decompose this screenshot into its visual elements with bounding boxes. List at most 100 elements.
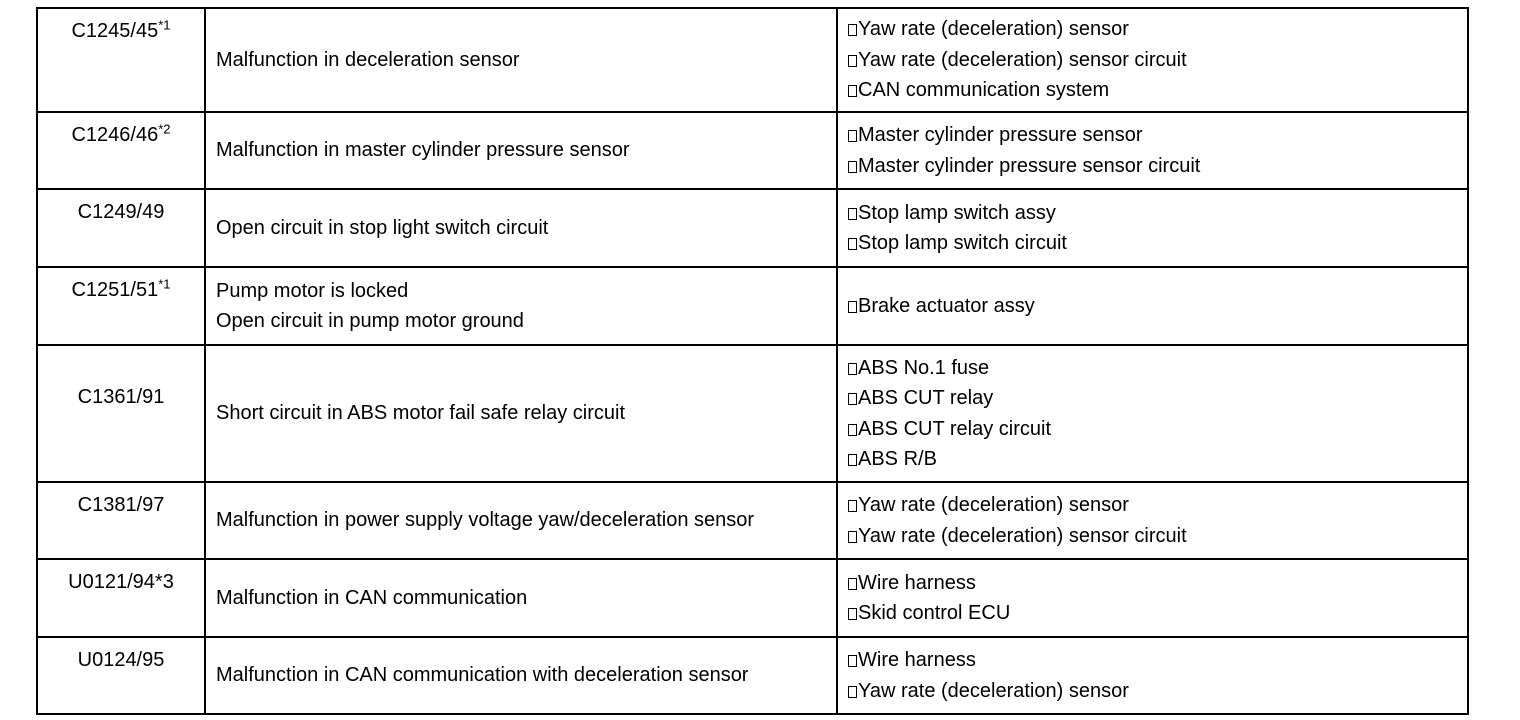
checkbox-square-icon	[848, 685, 857, 698]
table-row: U0121/94*3 Malfunction in CAN communicat…	[36, 558, 1469, 638]
trouble-area-item: ABS No.1 fuse	[848, 353, 1459, 383]
detection-condition: Malfunction in CAN communication	[216, 586, 528, 609]
checkbox-square-icon	[848, 362, 857, 375]
dtc-table: C1245/45 *1 Malfunction in deceleration s…	[36, 7, 1469, 715]
trouble-area-item: Stop lamp switch assy	[848, 198, 1459, 228]
dtc-code: C1381/97	[77, 494, 165, 516]
detection-condition: Pump motor is locked	[216, 279, 409, 302]
detection-condition-cell: Malfunction in power supply voltage yaw/…	[204, 481, 838, 560]
trouble-area-text: Yaw rate (deceleration) sensor	[858, 494, 1129, 517]
trouble-area-item: Wire harness	[848, 645, 1459, 675]
trouble-area-text: Yaw rate (deceleration) sensor circuit	[858, 48, 1187, 71]
dtc-code-cell: U0121/94*3	[36, 558, 206, 638]
checkbox-square-icon	[848, 393, 857, 406]
trouble-area-text: Master cylinder pressure sensor	[858, 124, 1143, 147]
checkbox-square-icon	[848, 577, 857, 590]
trouble-area-cell: ABS No.1 fuse ABS CUT relay ABS CUT rela…	[836, 344, 1469, 483]
dtc-code-cell: C1249/49	[36, 188, 206, 268]
dtc-code: C1361/91	[77, 386, 165, 408]
checkbox-square-icon	[848, 300, 857, 313]
checkbox-square-icon	[848, 608, 857, 620]
checkbox-square-icon	[848, 85, 857, 98]
dtc-table-body: C1245/45 *1 Malfunction in deceleration s…	[36, 7, 1469, 715]
trouble-area-text: ABS CUT relay	[858, 387, 994, 410]
detection-condition-cell: Malfunction in CAN communication with de…	[204, 636, 838, 715]
trouble-area-item: Master cylinder pressure sensor	[848, 120, 1459, 150]
dtc-code: U0124/95	[77, 649, 165, 671]
dtc-code: C1249/49	[77, 201, 165, 223]
detection-condition-cell: Open circuit in stop light switch circui…	[204, 188, 838, 268]
dtc-code-cell: U0124/95	[36, 636, 206, 715]
trouble-area-text: Yaw rate (deceleration) sensor	[858, 18, 1129, 41]
dtc-code: C1251/51	[71, 279, 159, 301]
checkbox-square-icon	[848, 423, 857, 436]
dtc-code-cell: C1361/91	[36, 344, 206, 483]
trouble-area-item: Yaw rate (deceleration) sensor circuit	[848, 45, 1459, 75]
checkbox-square-icon	[848, 130, 857, 143]
trouble-area-text: ABS CUT relay circuit	[858, 417, 1052, 440]
table-row: C1246/46*2 Malfunction in master cylinde…	[36, 111, 1469, 190]
trouble-area-item: Yaw rate (deceleration) sensor	[848, 14, 1459, 44]
trouble-area-item: Stop lamp switch circuit	[848, 228, 1459, 258]
trouble-area-text: Wire harness	[858, 571, 976, 594]
detection-condition: Malfunction in CAN communication with de…	[216, 664, 749, 687]
trouble-area-item: Brake actuator assy	[848, 291, 1459, 321]
trouble-area-item: Master cylinder pressure sensor circuit	[848, 151, 1459, 181]
trouble-area-item: Yaw rate (deceleration) sensor	[848, 676, 1459, 706]
trouble-area-item: Skid control ECU	[848, 598, 1459, 628]
dtc-code: C1245/45	[71, 20, 159, 42]
dtc-code-cell: C1251/51*1	[36, 266, 206, 346]
table-row: U0124/95 Malfunction in CAN communicatio…	[36, 636, 1469, 715]
dtc-code-cell: C1246/46*2	[36, 111, 206, 190]
trouble-area-text: Skid control ECU	[858, 602, 1011, 624]
checkbox-square-icon	[848, 207, 857, 220]
trouble-area-text: Yaw rate (deceleration) sensor circuit	[858, 524, 1187, 547]
trouble-area-item: ABS CUT relay	[848, 383, 1459, 413]
detection-condition: Malfunction in power supply voltage yaw/…	[216, 509, 755, 532]
table-row: C1381/97 Malfunction in power supply vol…	[36, 481, 1469, 560]
detection-condition: Open circuit in stop light switch circui…	[216, 216, 549, 239]
dtc-code-cell: C1381/97	[36, 481, 206, 560]
checkbox-square-icon	[848, 160, 857, 173]
trouble-area-text: Wire harness	[858, 649, 976, 672]
detection-condition: Malfunction in master cylinder pressure …	[216, 139, 630, 162]
detection-condition-cell: Short circuit in ABS motor fail safe rel…	[204, 344, 838, 483]
trouble-area-text: Yaw rate (deceleration) sensor	[858, 679, 1129, 702]
trouble-area-cell: Yaw rate (deceleration) sensor Yaw rate …	[836, 7, 1469, 113]
trouble-area-text: ABS R/B	[858, 447, 937, 470]
checkbox-square-icon	[848, 655, 857, 668]
detection-condition: Open circuit in pump motor ground	[216, 310, 524, 332]
trouble-area-text: Brake actuator assy	[858, 294, 1035, 317]
detection-condition: Short circuit in ABS motor fail safe rel…	[216, 402, 626, 425]
checkbox-square-icon	[848, 24, 857, 37]
checkbox-square-icon	[848, 530, 857, 543]
trouble-area-item: Wire harness	[848, 568, 1459, 598]
trouble-area-text: Master cylinder pressure sensor circuit	[858, 154, 1201, 177]
trouble-area-text: CAN communication system	[858, 79, 1110, 102]
dtc-code: U0121/94*3	[68, 571, 174, 593]
checkbox-square-icon	[848, 54, 857, 67]
table-row: C1245/45*1 Malfunction in deceleration s…	[36, 7, 1469, 113]
checkbox-square-icon	[848, 238, 857, 250]
detection-condition-cell: Malfunction in master cylinder pressure …	[204, 111, 838, 190]
detection-condition-cell: Pump motor is locked Open circuit in pum…	[204, 266, 838, 346]
table-row: C1249/49 Open circuit in stop light swit…	[36, 188, 1469, 268]
dtc-code: C1246/46	[71, 124, 159, 146]
detection-condition-cell: Malfunction in CAN communication	[204, 558, 838, 638]
trouble-area-item: Yaw rate (deceleration) sensor circuit	[848, 521, 1459, 551]
trouble-area-item: CAN communication system	[848, 75, 1459, 105]
detection-condition-cell: Malfunction in deceleration sensor	[204, 7, 838, 113]
trouble-area-text: Stop lamp switch circuit	[858, 232, 1067, 254]
trouble-area-cell: Wire harness Yaw rate (deceleration) sen…	[836, 636, 1469, 715]
table-row: C1361/91 Short circuit in ABS motor fail…	[36, 344, 1469, 483]
checkbox-square-icon	[848, 453, 857, 466]
trouble-area-cell: Wire harness Skid control ECU	[836, 558, 1469, 638]
trouble-area-cell: Yaw rate (deceleration) sensor Yaw rate …	[836, 481, 1469, 560]
trouble-area-item: ABS R/B	[848, 444, 1459, 474]
trouble-area-text: ABS No.1 fuse	[858, 356, 990, 379]
dtc-note-ref: *1	[158, 276, 171, 292]
trouble-area-item: Yaw rate (deceleration) sensor	[848, 490, 1459, 520]
trouble-area-text: Stop lamp switch assy	[858, 201, 1056, 224]
dtc-note-ref: *2	[158, 121, 171, 137]
table-row: C1251/51*1 Pump motor is locked Open cir…	[36, 266, 1469, 346]
